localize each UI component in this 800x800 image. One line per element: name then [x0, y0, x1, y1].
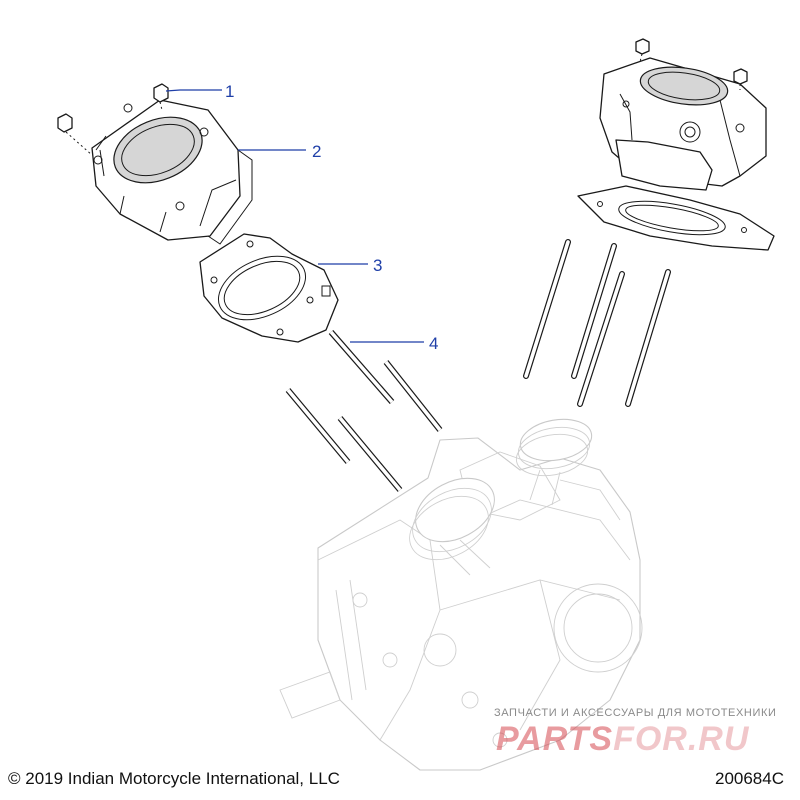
- cylinder-bolt-rear-right: [733, 68, 748, 90]
- cylinder-bolt-front-left: [57, 113, 93, 156]
- front-cylinder-gasket: [199, 233, 339, 343]
- watermark-logo-part1: PARTS: [496, 720, 614, 758]
- figure-code: 200684C: [714, 769, 784, 788]
- cylinder-bolt-front-right: [153, 83, 169, 111]
- piston-front-illustration: [409, 477, 495, 576]
- watermark-logo-part2: FOR.RU: [613, 720, 750, 758]
- callout-2-label: 2: [312, 142, 321, 161]
- watermark-tagline: ЗАПЧАСТИ И АКСЕССУАРЫ ДЛЯ МОТОТЕХНИКИ: [494, 707, 777, 719]
- callout-3-label: 3: [373, 256, 382, 275]
- front-cylinder-studs: [285, 330, 443, 492]
- rear-cylinder: [599, 57, 767, 191]
- crankcase-illustration: [279, 437, 643, 771]
- callout-2: 2: [238, 142, 321, 161]
- rear-cylinder-gasket: [577, 185, 775, 251]
- callout-4-label: 4: [429, 334, 438, 353]
- copyright-notice: © 2019 Indian Motorcycle International, …: [8, 769, 340, 788]
- cylinder-bolt-rear-left: [635, 38, 650, 63]
- callout-4: 4: [350, 334, 438, 353]
- callout-1: 1: [165, 82, 234, 101]
- callout-1-label: 1: [225, 82, 234, 101]
- callout-3: 3: [318, 256, 382, 275]
- watermark-logo: PARTSFOR.RU: [496, 720, 749, 759]
- front-cylinder: [91, 99, 253, 245]
- rear-cylinder-studs: [523, 239, 671, 407]
- piston-rear-illustration: [515, 418, 593, 506]
